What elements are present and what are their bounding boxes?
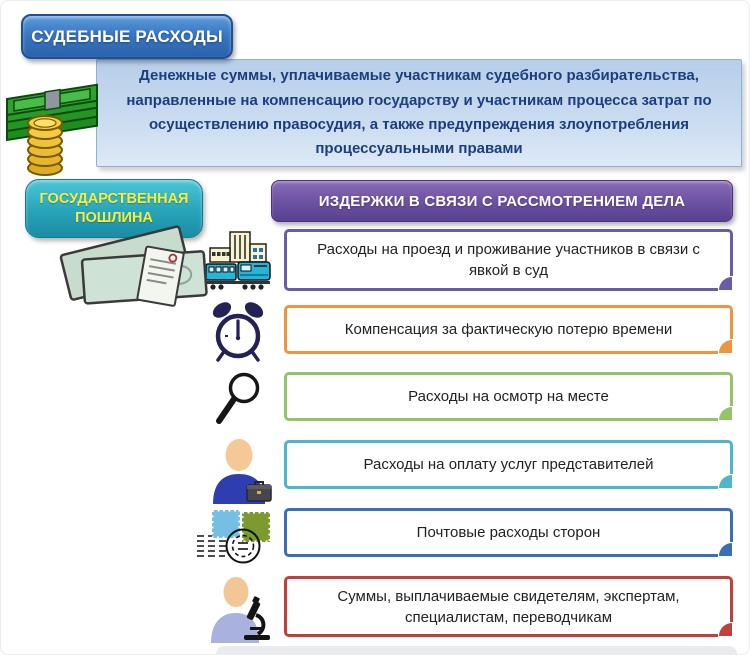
building-train-icon	[204, 230, 274, 294]
cost-item-representatives: Расходы на оплату услуг представителей	[284, 440, 733, 489]
cost-item-label: Компенсация за фактическую потерю времен…	[344, 321, 673, 338]
magnifier-icon	[213, 369, 265, 427]
cost-item-label: Расходы на оплату услуг представителей	[363, 456, 654, 473]
cropped-panel-edge	[216, 646, 737, 654]
money-stack-icon	[1, 83, 109, 186]
definition-box: Денежные суммы, уплачиваемые участникам …	[96, 59, 742, 167]
cost-item-site-inspection: Расходы на осмотр на месте	[284, 372, 733, 421]
definition-text: Денежные суммы, уплачиваемые участникам …	[126, 67, 712, 158]
title-badge-label: СУДЕБНЫЕ РАСХОДЫ	[31, 26, 223, 46]
cost-item-travel: Расходы на проезд и проживание участнико…	[284, 229, 733, 291]
cost-item-label: Суммы, выплачиваемые свидетелям, эксперт…	[337, 587, 680, 626]
alarm-clock-icon	[208, 299, 268, 365]
person-microscope-icon	[211, 573, 275, 643]
costs-header-label: ИЗДЕРЖКИ В СВЯЗИ С РАССМОТРЕНИЕМ ДЕЛА	[318, 192, 686, 210]
cost-item-label: Расходы на проезд и проживание участнико…	[317, 241, 700, 279]
costs-header: ИЗДЕРЖКИ В СВЯЗИ С РАССМОТРЕНИЕМ ДЕЛА	[271, 180, 733, 222]
postage-stamps-icon	[197, 506, 281, 570]
cost-item-witnesses-experts: Суммы, выплачиваемые свидетелям, эксперт…	[284, 576, 733, 637]
cost-item-label: Расходы на осмотр на месте	[408, 388, 609, 405]
cost-item-time-compensation: Компенсация за фактическую потерю времен…	[284, 305, 733, 354]
cost-item-label: Почтовые расходы сторон	[416, 524, 601, 541]
person-briefcase-icon	[211, 438, 275, 504]
state-duty-label: ГОСУДАРСТВЕННАЯ ПОШЛИНА	[39, 190, 189, 226]
title-badge: СУДЕБНЫЕ РАСХОДЫ	[21, 14, 233, 59]
banknotes-receipt-icon	[49, 213, 221, 316]
cost-item-postal: Почтовые расходы сторон	[284, 508, 733, 557]
